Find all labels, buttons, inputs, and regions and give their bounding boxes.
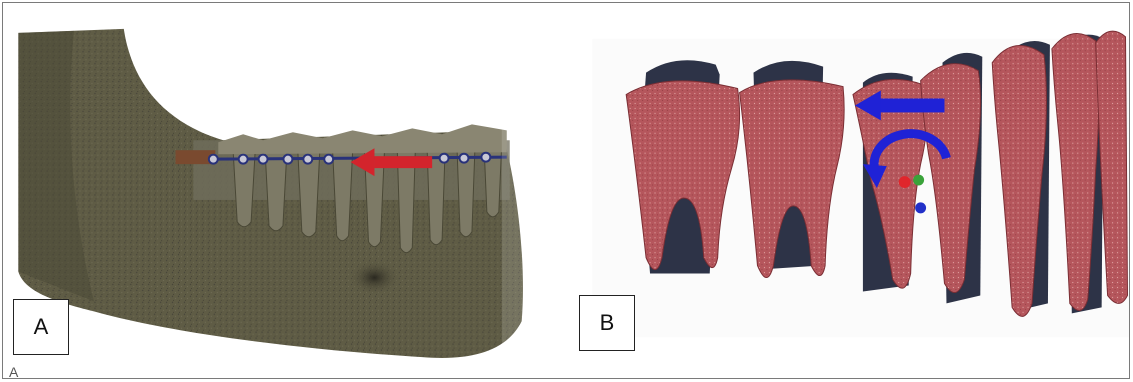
panel-label-b: B <box>579 295 635 351</box>
stray-mark: A <box>9 364 18 378</box>
panel-b: B <box>563 3 1130 378</box>
molar-row-illustration <box>563 3 1130 378</box>
mandible-illustration <box>3 3 543 378</box>
green-point <box>913 175 924 186</box>
mental-foramen <box>349 260 401 296</box>
panel-a: A A <box>3 3 543 378</box>
red-point <box>899 176 911 188</box>
panel-label-a: A <box>13 299 69 355</box>
blue-point <box>915 202 926 213</box>
